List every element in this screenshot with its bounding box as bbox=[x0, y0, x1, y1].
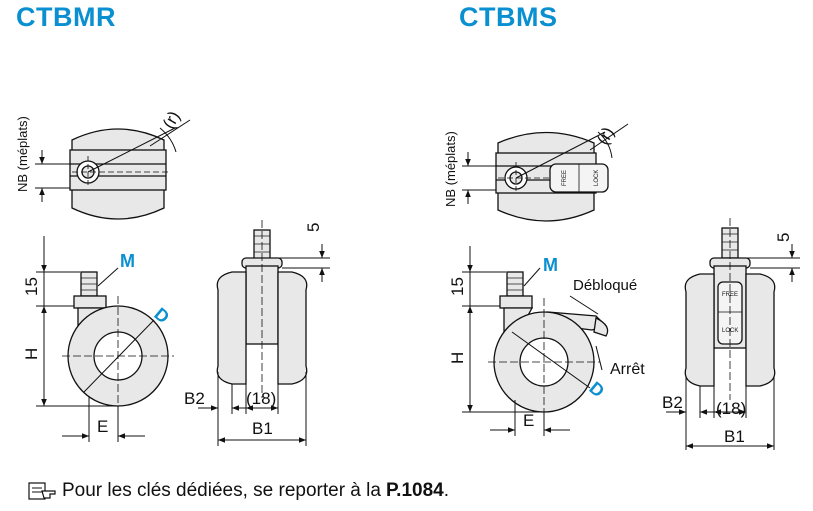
ctbms-top-view bbox=[495, 131, 609, 222]
ctbmr-side-view bbox=[62, 271, 174, 412]
r-leader-right bbox=[589, 123, 629, 159]
height-dimensions-right bbox=[462, 246, 544, 413]
dim-18-right: (18) bbox=[716, 399, 746, 418]
r-label-right: (r) bbox=[593, 124, 618, 148]
document-hand-icon bbox=[28, 482, 56, 500]
width-dimensions-right bbox=[666, 376, 775, 450]
reference-note: Pour les clés dédiées, se reporter à la … bbox=[28, 480, 449, 502]
nb-dimension-right bbox=[462, 152, 496, 204]
title-ctbms: CTBMS bbox=[459, 2, 558, 32]
title-ctbmr: CTBMR bbox=[16, 2, 116, 32]
note-end: . bbox=[443, 480, 450, 501]
m-label-right: M bbox=[543, 255, 558, 275]
e-dimension-left bbox=[62, 396, 145, 442]
nb-label-right: NB (méplats) bbox=[443, 131, 458, 207]
r-label-left: (r) bbox=[159, 108, 184, 132]
ctbmr-front-view bbox=[216, 220, 308, 398]
nb-dimension-left bbox=[35, 150, 70, 202]
lock-label-top: LOCK bbox=[594, 170, 600, 186]
dim-b1-left: B1 bbox=[252, 419, 273, 438]
ctbms-front-view bbox=[684, 218, 776, 400]
dim-e-left: E bbox=[97, 417, 108, 436]
five-dimension-left bbox=[270, 244, 330, 282]
dim-5-left: 5 bbox=[304, 223, 323, 232]
dim-b1-right: B1 bbox=[724, 427, 745, 446]
dim-15-right: 15 bbox=[448, 277, 467, 296]
dim-b2-right: B2 bbox=[662, 393, 683, 412]
free-label-front: FREE bbox=[722, 292, 738, 298]
ctbmr-top-view bbox=[69, 127, 176, 220]
nb-label-left: NB (méplats) bbox=[15, 116, 30, 192]
m-label-left: M bbox=[120, 251, 135, 271]
dim-h-left: H bbox=[22, 348, 41, 360]
arret-label: Arrêt bbox=[610, 361, 645, 378]
dim-b2-left: B2 bbox=[184, 389, 205, 408]
note-text: Pour les clés dédiées, se reporter à la bbox=[62, 480, 381, 501]
m-leader-right bbox=[523, 267, 603, 371]
dim-5-right: 5 bbox=[774, 233, 793, 242]
width-dimensions-left bbox=[198, 372, 307, 446]
five-dimension-right bbox=[738, 244, 800, 282]
dim-e-right: E bbox=[523, 411, 534, 430]
ctbms-side-view bbox=[488, 271, 609, 418]
dim-18-left: (18) bbox=[246, 389, 276, 408]
note-page-ref[interactable]: P.1084 bbox=[385, 480, 444, 501]
dim-15-left: 15 bbox=[22, 277, 41, 296]
lock-label-front: LOCK bbox=[722, 328, 738, 334]
dim-h-right: H bbox=[448, 352, 467, 364]
e-dimension-right bbox=[490, 400, 570, 436]
height-dimensions-left bbox=[36, 236, 118, 407]
free-label-top: FREE bbox=[562, 170, 568, 186]
r-leader-left bbox=[149, 119, 191, 153]
m-leader-left bbox=[97, 267, 119, 287]
debloque-label: Débloqué bbox=[573, 277, 637, 294]
